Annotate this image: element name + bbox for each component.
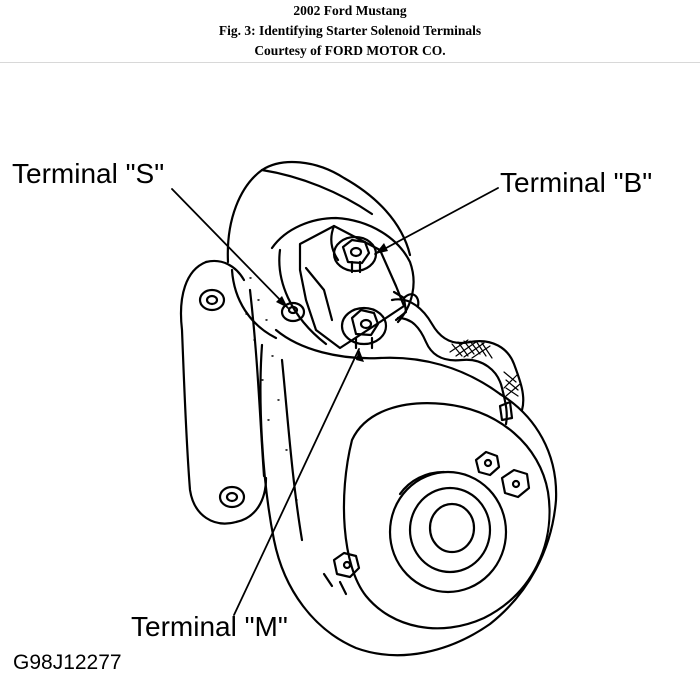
solenoid-body xyxy=(226,160,415,346)
terminal-s-label: Terminal "S" xyxy=(12,158,165,189)
terminal-m-stud xyxy=(340,306,388,350)
wire-harness xyxy=(390,290,525,426)
terminal-b-stud xyxy=(332,235,378,274)
wire-braid xyxy=(449,339,521,397)
figure-caption: Fig. 3: Identifying Starter Solenoid Ter… xyxy=(218,23,482,38)
terminal-bracket xyxy=(298,224,406,350)
vehicle-title: 2002 Ford Mustang xyxy=(293,3,407,18)
header-divider xyxy=(0,62,700,63)
figure-code: G98J12277 xyxy=(13,651,122,674)
motor-housing xyxy=(259,328,558,657)
housing-bolts xyxy=(322,450,531,596)
figure-header: 2002 Ford Mustang Fig. 3: Identifying St… xyxy=(0,0,700,61)
terminal-s-stud xyxy=(280,301,306,323)
terminal-m-label: Terminal "M" xyxy=(131,611,288,642)
terminal-b-label: Terminal "B" xyxy=(500,167,653,198)
shading-dots xyxy=(245,277,298,501)
arrowheads xyxy=(276,243,388,362)
courtesy-line: Courtesy of FORD MOTOR CO. xyxy=(254,43,446,58)
leader-lines xyxy=(171,187,499,616)
drive-end-housing xyxy=(342,402,551,630)
mounting-flange xyxy=(179,259,268,525)
